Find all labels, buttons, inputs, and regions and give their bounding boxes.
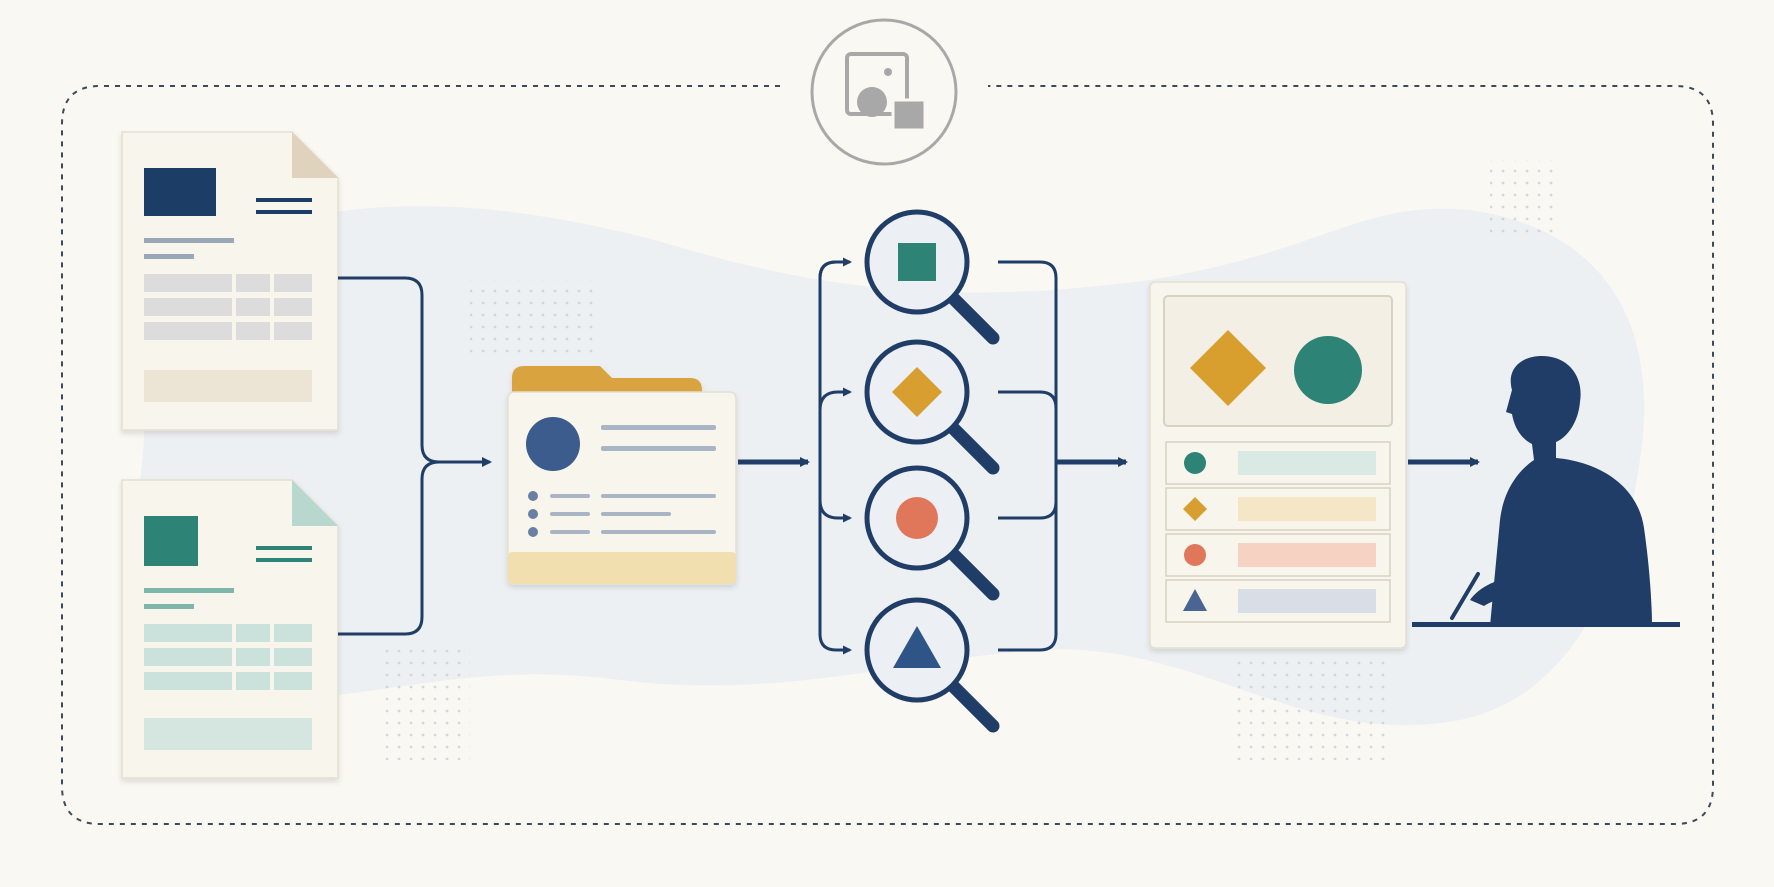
row-bar [1238, 497, 1376, 521]
report-list [1165, 441, 1391, 623]
row-bar [1238, 589, 1376, 613]
dot-texture [380, 160, 1560, 760]
report-row [1165, 441, 1391, 485]
document-teal-icon [121, 479, 339, 779]
inspectors-group [864, 209, 1000, 733]
magnifier-square-icon [864, 209, 1000, 345]
merge-connector [338, 276, 492, 636]
image-shapes-icon [810, 18, 958, 166]
row-marker [1183, 497, 1207, 521]
row-bar [1238, 543, 1376, 567]
report-row [1165, 533, 1391, 577]
magnifier-triangle-icon [864, 597, 1000, 733]
magnifier-circle-icon [864, 465, 1000, 601]
report-row [1165, 579, 1391, 623]
join-connector [998, 260, 1128, 652]
split-connector [818, 257, 852, 655]
folder-icon [507, 366, 737, 585]
row-marker [1184, 452, 1206, 474]
row-marker [1184, 544, 1206, 566]
dashed-frame [61, 85, 1714, 825]
row-bar [1238, 451, 1376, 475]
report-row [1165, 487, 1391, 531]
person-writing-icon [1412, 356, 1680, 627]
document-navy-icon [121, 131, 339, 431]
magnifier-diamond-icon [864, 339, 1000, 475]
row-marker [1183, 589, 1207, 611]
